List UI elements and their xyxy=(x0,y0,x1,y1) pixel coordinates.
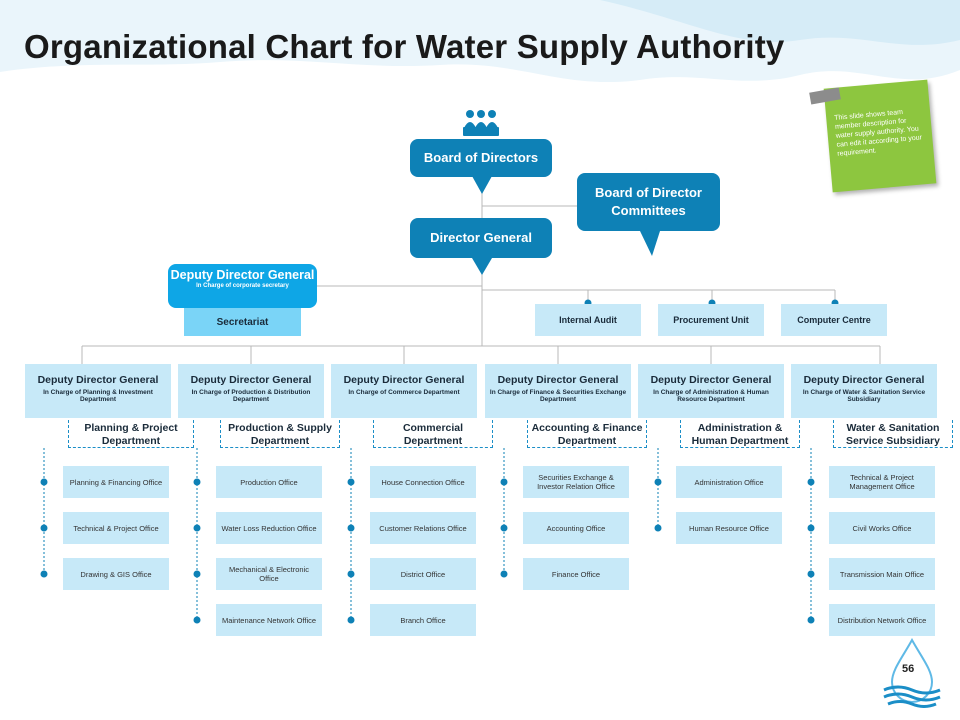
office-box: Water Loss Reduction Office xyxy=(216,512,322,544)
department-name: Commercial Department xyxy=(373,420,493,448)
office-box: House Connection Office xyxy=(370,466,476,498)
office-box: Technical & Project Management Office xyxy=(829,466,935,498)
office-box: Technical & Project Office xyxy=(63,512,169,544)
department-name: Planning & Project Department xyxy=(68,420,194,448)
office-box: Administration Office xyxy=(676,466,782,498)
office-box: District Office xyxy=(370,558,476,590)
ddg-title: Deputy Director General xyxy=(190,374,312,386)
ddg-box: Deputy Director General In Charge of Admi… xyxy=(638,364,784,418)
office-box: Transmission Main Office xyxy=(829,558,935,590)
note-text: This slide shows team member description… xyxy=(833,108,923,159)
department-name: Production & Supply Department xyxy=(220,420,340,448)
office-box: Customer Relations Office xyxy=(370,512,476,544)
ddg-box: Deputy Director General In Charge of Prod… xyxy=(178,364,324,418)
department-name: Accounting & Finance Department xyxy=(527,420,647,448)
computer-centre-box: Computer Centre xyxy=(781,304,887,336)
department-name: Administration & Human Department xyxy=(680,420,800,448)
ddg-box: Deputy Director General In Charge of Fina… xyxy=(485,364,631,418)
ddg-title: Deputy Director General xyxy=(497,374,619,386)
director-general-box: Director General xyxy=(410,218,552,258)
ddg-subtitle: In Charge of Water & Sanitation Service … xyxy=(802,388,926,404)
ddg-title: Deputy Director General xyxy=(803,374,925,386)
ddg-title: Deputy Director General xyxy=(650,374,772,386)
secretariat-box: Secretariat xyxy=(184,308,301,336)
ddg-title: Deputy Director General xyxy=(37,374,159,386)
office-box: Mechanical & Electronic Office xyxy=(216,558,322,590)
office-box: Accounting Office xyxy=(523,512,629,544)
procurement-unit-box: Procurement Unit xyxy=(658,304,764,336)
office-box: Planning & Financing Office xyxy=(63,466,169,498)
office-box: Drawing & GIS Office xyxy=(63,558,169,590)
department-name: Water & Sanitation Service Subsidiary xyxy=(833,420,953,448)
board-of-directors-box: Board of Directors xyxy=(410,139,552,177)
office-box: Maintenance Network Office xyxy=(216,604,322,636)
office-box: Production Office xyxy=(216,466,322,498)
corporate-ddg-title: Deputy Director General xyxy=(170,268,315,282)
ddg-box: Deputy Director General In Charge of Plan… xyxy=(25,364,171,418)
office-box: Finance Office xyxy=(523,558,629,590)
ddg-box: Deputy Director General In Charge of Comm… xyxy=(331,364,477,418)
ddg-title: Deputy Director General xyxy=(343,374,465,386)
corporate-ddg-sub: In Charge of corporate secretary xyxy=(196,283,289,289)
office-box: Securities Exchange & Investor Relation … xyxy=(523,466,629,498)
ddg-subtitle: In Charge of Finance & Securities Exchan… xyxy=(489,388,627,404)
ddg-subtitle: In Charge of Planning & Investment Depar… xyxy=(43,388,153,404)
ddg-subtitle: In Charge of Production & Distribution D… xyxy=(191,388,311,404)
ddg-subtitle: In Charge of Commerce Department xyxy=(348,388,460,396)
office-box: Civil Works Office xyxy=(829,512,935,544)
ddg-subtitle: In Charge of Administration & Human Reso… xyxy=(653,388,769,404)
office-box: Human Resource Office xyxy=(676,512,782,544)
people-group-icon xyxy=(463,110,499,136)
water-drop-icon xyxy=(883,638,941,708)
page-title: Organizational Chart for Water Supply Au… xyxy=(24,28,785,65)
sticky-note: This slide shows team member description… xyxy=(823,79,937,193)
corporate-ddg-box: Deputy Director General In Charge of cor… xyxy=(168,264,317,308)
office-box: Distribution Network Office xyxy=(829,604,935,636)
ddg-box: Deputy Director General In Charge of Wate… xyxy=(791,364,937,418)
board-committees-box: Board of Director Committees xyxy=(577,173,720,231)
office-box: Branch Office xyxy=(370,604,476,636)
page-number: 56 xyxy=(902,663,915,675)
internal-audit-box: Internal Audit xyxy=(535,304,641,336)
